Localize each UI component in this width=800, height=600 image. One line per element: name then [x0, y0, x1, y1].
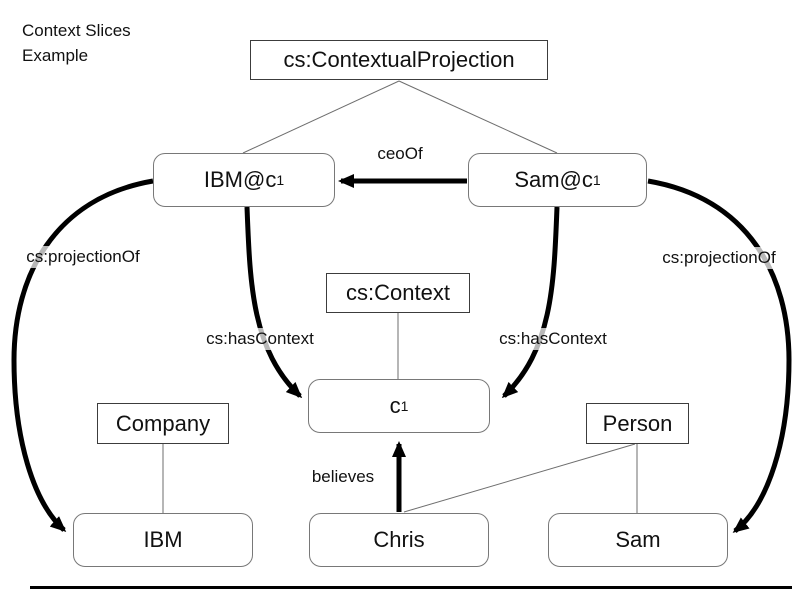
node-ibm: IBM [73, 513, 253, 567]
link-contextualprojection-to-samatc1 [398, 80, 558, 154]
slide-title-line2: Example [22, 46, 89, 65]
edge-hascontext-right-arrow [501, 206, 560, 399]
bottom-rule [30, 586, 792, 589]
edge-label-hascontext-right: cs:hasContext [496, 328, 610, 350]
edge-hascontext-left-arrow [244, 206, 303, 399]
node-person-label: Person [602, 410, 673, 436]
edge-label-hascontext-left: cs:hasContext [203, 328, 317, 350]
node-ibm-label: IBM [143, 527, 183, 552]
link-contextualprojection-to-ibmatc1 [242, 80, 400, 154]
link-person-to-chris [403, 443, 636, 513]
edge-projectionof-left-arrow [11, 178, 154, 533]
edge-label-ceoof: ceoOf [374, 143, 426, 165]
slide-title: Context Slices Example [22, 18, 131, 68]
node-context-label: cs:Context [346, 280, 450, 305]
node-c1-label: c [389, 393, 401, 418]
node-contextual-projection-label: cs:ContextualProjection [283, 47, 515, 72]
edge-label-projectionof-left: cs:projectionOf [23, 246, 143, 268]
edge-label-projectionof-right: cs:projectionOf [659, 247, 779, 269]
node-ibm-at-c1-label: IBM@c [203, 167, 277, 192]
node-company: Company [97, 403, 229, 444]
node-company-label: Company [115, 410, 211, 436]
node-c1-subscript: 1 [400, 398, 409, 414]
node-context: cs:Context [326, 273, 470, 313]
node-sam-at-c1-label: Sam@c [514, 167, 593, 192]
edge-label-believes: believes [308, 466, 378, 488]
node-person: Person [586, 403, 689, 444]
slide-title-line1: Context Slices [22, 21, 131, 40]
node-contextual-projection: cs:ContextualProjection [250, 40, 548, 80]
node-chris-label: Chris [373, 527, 425, 552]
edge-projectionof-right-arrow [647, 178, 792, 533]
node-sam-at-c1-subscript: 1 [592, 172, 601, 188]
node-sam-label: Sam [615, 527, 661, 552]
node-chris: Chris [309, 513, 489, 567]
node-ibm-at-c1-subscript: 1 [276, 172, 285, 188]
node-sam: Sam [548, 513, 728, 567]
